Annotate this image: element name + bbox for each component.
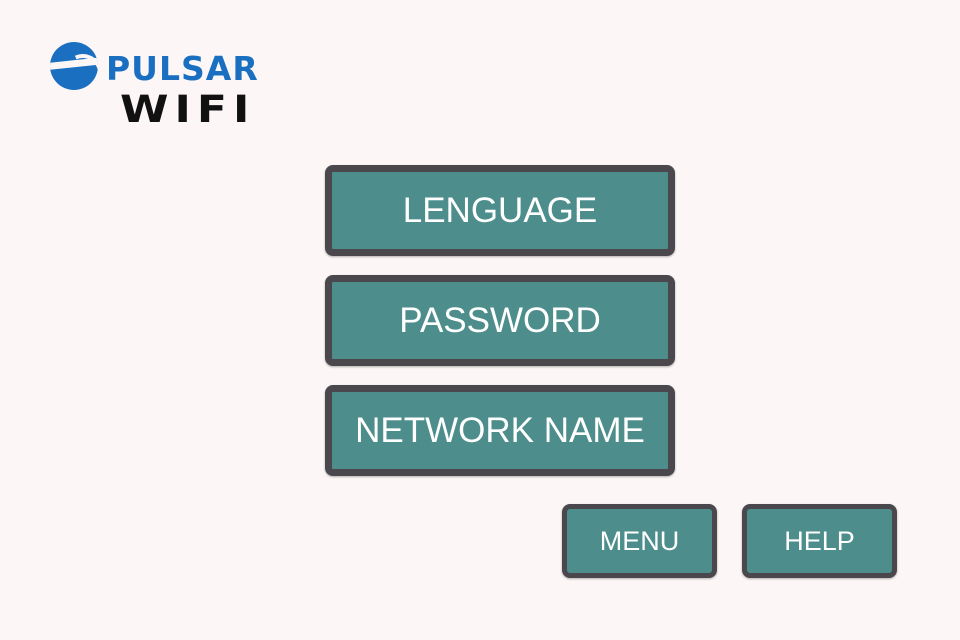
menu-button[interactable]: MENU — [562, 504, 717, 578]
logo-brand: PULSAR — [106, 49, 259, 88]
globe-icon — [50, 42, 98, 90]
password-button[interactable]: PASSWORD — [325, 275, 675, 366]
network-name-button[interactable]: NETWORK NAME — [325, 385, 675, 476]
pulsar-wifi-logo: PULSAR WIFI — [48, 40, 298, 135]
language-button[interactable]: LENGUAGE — [325, 165, 675, 256]
logo-subtitle: WIFI — [120, 88, 256, 132]
help-button[interactable]: HELP — [742, 504, 897, 578]
